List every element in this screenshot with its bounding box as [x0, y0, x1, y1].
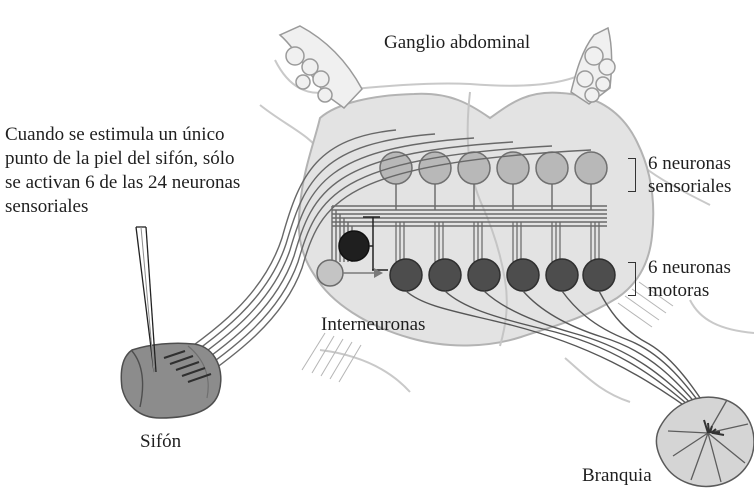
siphon-label: Sifón	[140, 431, 181, 453]
motor-neuron-3	[468, 259, 500, 291]
inhibitory-interneuron	[317, 260, 343, 286]
sensory-neuron-5	[536, 152, 568, 184]
motor-neuron-5	[546, 259, 578, 291]
interneurons-label: Interneuronas	[321, 314, 425, 336]
motor-neuron-4	[507, 259, 539, 291]
gill	[657, 397, 754, 486]
upper-right-nerve-bundle	[571, 28, 615, 104]
stimulus-caption-line-3: se activan 6 de las 24 neuronas	[5, 172, 240, 194]
ganglion-title: Ganglio abdominal	[384, 32, 530, 54]
ganglion-body	[299, 92, 653, 346]
stimulus-caption-line-2: punto de la piel del sifón, sólo	[5, 148, 235, 170]
motor-neurons-label-line-1: 6 neuronas	[648, 257, 731, 279]
sensory-neuron-3	[458, 152, 490, 184]
stimulus-caption-line-4: sensoriales	[5, 196, 88, 218]
sensory-neurons-label-line-2: sensoriales	[648, 176, 731, 198]
sensory-neuron-6	[575, 152, 607, 184]
stimulus-caption-line-1: Cuando se estimula un único	[5, 124, 225, 146]
excitatory-interneuron	[339, 231, 369, 261]
upper-left-nerve-bundle	[280, 26, 362, 108]
motor-neuron-6	[583, 259, 615, 291]
motor-neurons-bracket	[628, 262, 636, 296]
sensory-neurons-label-line-1: 6 neuronas	[648, 153, 731, 175]
motor-neuron-1	[390, 259, 422, 291]
siphon	[121, 343, 221, 418]
gill-label: Branquia	[582, 465, 652, 487]
motor-neurons-label-line-2: motoras	[648, 280, 709, 302]
sensory-neurons-bracket	[628, 158, 636, 192]
motor-neuron-2	[429, 259, 461, 291]
